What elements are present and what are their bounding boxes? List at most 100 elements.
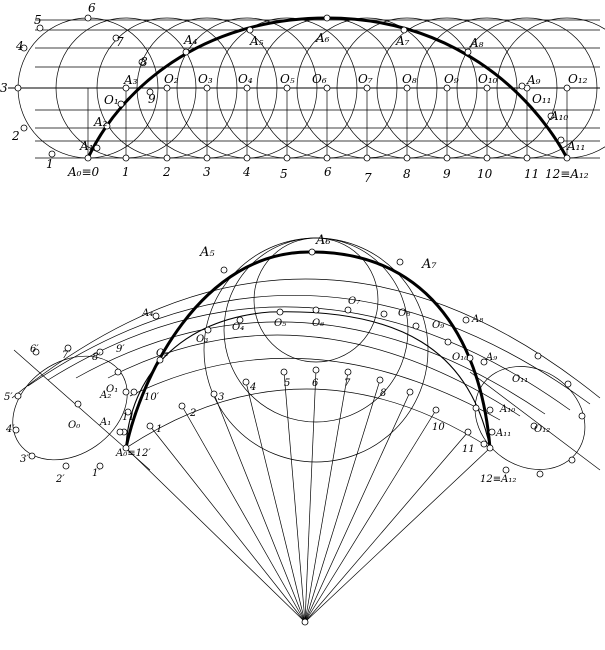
arc-point [280,368,288,376]
concentric-arc [11,278,601,399]
label-a8: A₈ [469,36,484,50]
label-p8: 8′ [92,352,101,363]
base-point [483,154,491,162]
label-p5: 5′ [4,392,13,403]
inner-point [380,310,388,318]
center-point [403,84,411,92]
radial-line [304,369,317,623]
label-o5: O₅ [280,72,295,86]
center-point [483,84,491,92]
label-base-b1: 1 [122,165,130,179]
base-point [443,154,451,162]
inner-point [444,338,452,346]
center-point [323,84,331,92]
inner-point [344,306,352,314]
inner-point [204,326,212,334]
label-o12: O₁₂ [534,424,550,435]
helix-point [246,26,254,34]
label-a4: A₄ [183,33,198,47]
helix-point [152,312,160,320]
label-n5: 5 [284,378,290,389]
radial-line [304,379,381,623]
label-o9: O₉ [444,72,459,86]
inner-point [276,308,284,316]
label-n3: 3 [218,392,224,403]
concentric-arc [47,306,571,411]
radial-line [304,431,469,623]
label-a7: A₇ [421,257,437,272]
concentric-arc [125,388,491,449]
ellipse-point [114,368,122,376]
ellipse-point [534,352,542,360]
radial-line [181,405,306,623]
label-p10: 10′ [144,392,160,403]
radial-line [283,371,306,623]
ellipse-point [96,348,104,356]
label-n1: 1 [156,424,162,435]
circle-point [112,34,120,42]
label-a3: A₃ [123,73,138,87]
label-p1: 1′ [92,468,101,479]
label-o4: O₄ [232,322,244,333]
label-a1: A₁ [79,139,93,153]
helix-point [488,428,496,436]
inner-point [466,354,474,362]
base-point [363,154,371,162]
label-2: 2 [11,129,20,143]
arc-point [210,390,218,398]
label-base-b10: 10 [477,167,493,181]
label-8: 8 [140,55,148,69]
label-base-b2: 2 [162,165,171,179]
helix-point [122,444,130,452]
base-point [203,154,211,162]
ellipse-point [480,440,488,448]
helix-point [464,48,472,56]
circle-point [20,44,28,52]
helix-point [93,144,101,152]
label-a2: A₂ [93,115,108,129]
label-base-b3: 3 [203,165,211,179]
label-a10: A₁₀ [499,404,515,415]
label-base-b11: 11 [524,167,539,181]
circle-point [138,58,146,66]
concentric-arc [27,295,591,405]
label-a8: A₈ [471,314,483,325]
label-o6: O₆ [312,72,327,86]
center-point [122,84,130,92]
helix-point [462,316,470,324]
inner-point [412,322,420,330]
apex-point [301,618,309,626]
label-a5: A₅ [199,245,215,260]
ellipse-point [502,466,510,474]
radial-line [304,447,491,623]
label-base-b7: 7 [364,171,372,185]
label-1: 1 [46,157,54,171]
center-point [163,84,171,92]
ellipse-point [62,462,70,470]
base-point [323,154,331,162]
inner-point [156,356,164,364]
label-o2: O₂ [164,72,179,86]
label-a6: A₆ [315,31,330,45]
radial-line [304,409,437,623]
center-point [530,422,538,430]
radial-line [304,391,411,623]
label-5: 5 [34,13,42,27]
label-a7: A₇ [395,34,410,48]
ellipse-point [122,388,130,396]
label-o2: O₂ [156,348,168,359]
label-n10: 10 [432,422,445,433]
helix-point [547,112,555,120]
label-p3: 3′ [20,454,29,465]
ellipse-point [472,404,480,412]
ellipse-point [536,470,544,478]
helix-point [323,14,331,22]
label-3: 3 [0,81,8,95]
label-p2: 2′ [55,474,65,485]
helix-curve-inner [125,311,491,449]
label-a5: A₅ [249,34,264,48]
helix-point [124,408,132,416]
ellipse-point [116,428,124,436]
label-o6: O₆ [312,318,324,329]
